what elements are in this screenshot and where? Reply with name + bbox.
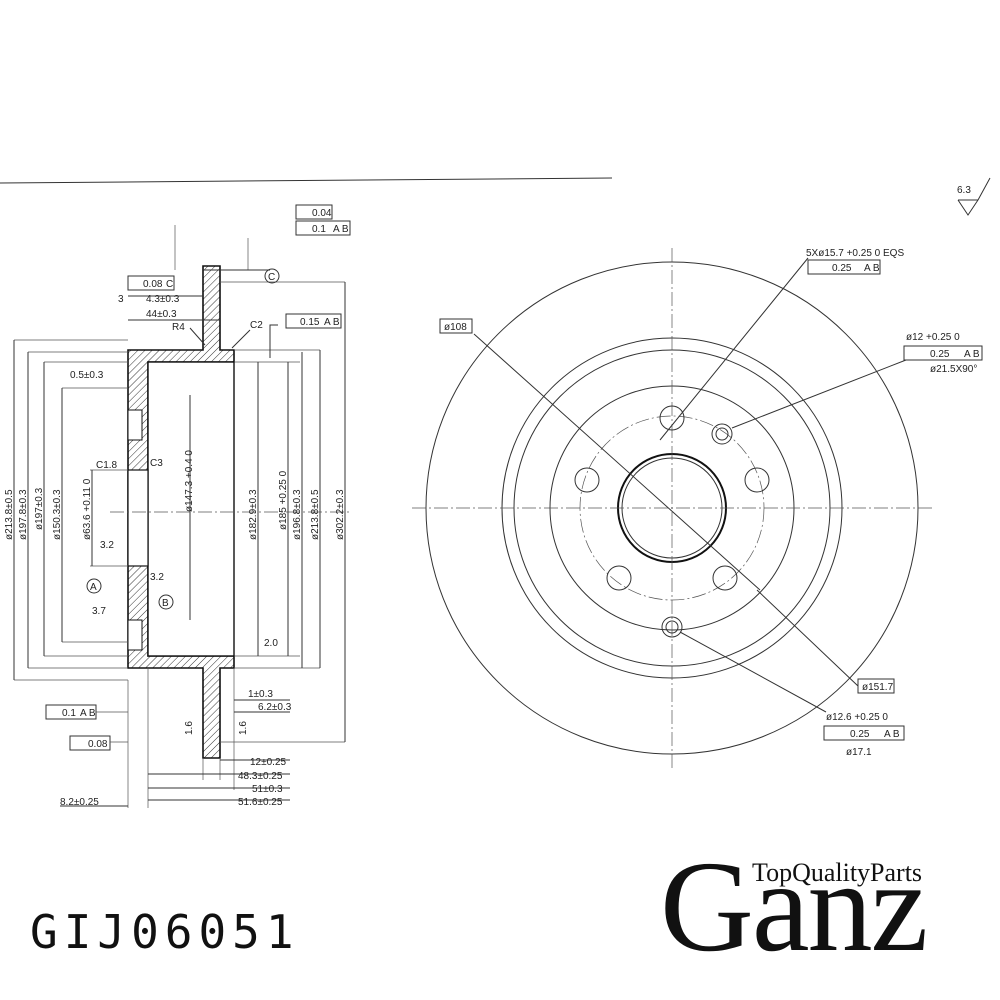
tol-top-flatness: 0.04 [312, 208, 332, 219]
tol-parallel: 0.08 [143, 279, 163, 290]
tol-d12: 0.25 [930, 349, 950, 360]
dim-8-2: 8.2±0.25 [60, 797, 99, 808]
tol-bottom-flatness: 0.08 [88, 739, 108, 750]
dim-0-5: 0.5±0.3 [70, 370, 104, 381]
dim-d185: ø185 +0.25 0 [278, 470, 289, 530]
dim-d196-8: ø196.8±0.3 [292, 489, 303, 540]
tol-bottom-runout-ref: A B [80, 708, 96, 719]
dim-d213-left: ø213.8±0.5 [4, 489, 15, 540]
dim-d197-8: ø197.8±0.3 [18, 489, 29, 540]
dim-c2: C2 [250, 320, 263, 331]
dim-r4: R4 [172, 322, 185, 333]
stud-hole-5 [574, 467, 600, 493]
tol-runout-side-ref: A B [324, 317, 340, 328]
dim-holes: 5Xø15.7 +0.25 0 EQS [806, 248, 904, 259]
tol-frame-top: 0.04 0.1 A B [295, 204, 351, 236]
tol-frame-parallel: 0.08 C [127, 275, 175, 291]
dim-d147-3: ø147.3 +0.4 0 [184, 450, 195, 512]
dim-3: 3 [118, 294, 124, 305]
dim-3-2-right: 3.2 [150, 572, 164, 583]
tol-top-runout-ref: A B [333, 224, 349, 235]
datum-c: C [268, 272, 275, 283]
dim-d108: ø108 [444, 322, 467, 333]
dim-d63-6: ø63.6 +0.11 0 [82, 478, 93, 540]
dim-12: 12±0.25 [250, 757, 287, 768]
tol-frame-d12 [903, 345, 983, 361]
tol-holes-ref: A B [864, 263, 880, 274]
dim-44: 44±0.3 [146, 309, 177, 320]
datum-c-circle [264, 268, 280, 284]
section-stud-hole-top [127, 409, 143, 441]
dim-d213-right: ø213.8±0.5 [310, 489, 321, 540]
datum-a-circle [86, 578, 102, 594]
dim-d151-7: ø151.7 [862, 682, 894, 693]
brand-logo: Ganz [660, 835, 928, 979]
tol-frame-holes [807, 259, 881, 275]
tol-top-runout: 0.1 [312, 224, 326, 235]
dim-d12: ø12 +0.25 0 [906, 332, 960, 343]
dim-chamfer: ø21.5X90° [930, 364, 977, 375]
tol-d12-6: 0.25 [850, 729, 870, 740]
surface-finish-symbol: 6.3 [957, 177, 991, 216]
part-number: GIJ06051 [30, 905, 300, 959]
dim-3-7: 3.7 [92, 606, 106, 617]
border-line [0, 177, 613, 184]
dim-51: 51±0.3 [252, 784, 283, 795]
dim-d17-1: ø17.1 [846, 747, 872, 758]
dim-2-0: 2.0 [264, 638, 278, 649]
tol-frame-d12-6 [823, 725, 905, 741]
dim-d12-6: ø12.6 +0.25 0 [826, 712, 888, 723]
dim-d182-9: ø182.9±0.3 [248, 489, 259, 540]
dim-1: 1±0.3 [248, 689, 273, 700]
datum-b-circle [158, 594, 174, 610]
section-stud-hole-bottom [127, 619, 143, 651]
dim-48-3: 48.3±0.25 [238, 771, 283, 782]
tol-runout-side: 0.15 [300, 317, 320, 328]
section-hat-cavity [147, 361, 235, 657]
brand-tagline: TopQualityParts [752, 858, 923, 887]
dim-1-6-right: 1.6 [238, 721, 249, 735]
stud-hole-3 [712, 565, 738, 591]
tol-frame-side-runout: 0.15 A B [285, 313, 342, 329]
stud-hole-1 [659, 405, 685, 431]
dim-c3: C3 [150, 458, 163, 469]
locating-hole-2 [661, 616, 683, 638]
locating-hole [711, 423, 733, 445]
dim-51-6: 51.6±0.25 [238, 797, 283, 808]
tol-frame-bottom-flatness: 0.08 [69, 735, 128, 751]
section-bore [127, 469, 149, 567]
tol-bottom-runout: 0.1 [62, 708, 76, 719]
dim-6-2: 6.2±0.3 [258, 702, 292, 713]
surface-finish-value: 6.3 [957, 185, 971, 196]
tol-parallel-ref: C [166, 279, 173, 290]
tol-holes: 0.25 [832, 263, 852, 274]
side-section-view: 0.04 0.1 A B 0.08 C C 3 4.3±0.3 44±0.3 R… [4, 204, 351, 808]
datum-a: A [90, 582, 97, 593]
dim-4-3: 4.3±0.3 [146, 294, 180, 305]
dim-1-6-left: 1.6 [184, 721, 195, 735]
dim-c1-8: C1.8 [96, 460, 118, 471]
dim-d150-3: ø150.3±0.3 [52, 489, 63, 540]
front-view: ø108 5Xø15.7 +0.25 0 EQS 0.25 A B ø12 +0… [412, 248, 983, 768]
stud-hole-2 [744, 467, 770, 493]
datum-b: B [162, 598, 169, 609]
stud-hole-4 [606, 565, 632, 591]
dim-d197: ø197±0.3 [34, 487, 45, 530]
tol-frame-bottom-runout: 0.1 A B [45, 704, 128, 720]
dim-3-2-left: 3.2 [100, 540, 114, 551]
tol-d12-6-ref: A B [884, 729, 900, 740]
dim-d302-2: ø302.2±0.3 [335, 489, 346, 540]
tol-d12-ref: A B [964, 349, 980, 360]
